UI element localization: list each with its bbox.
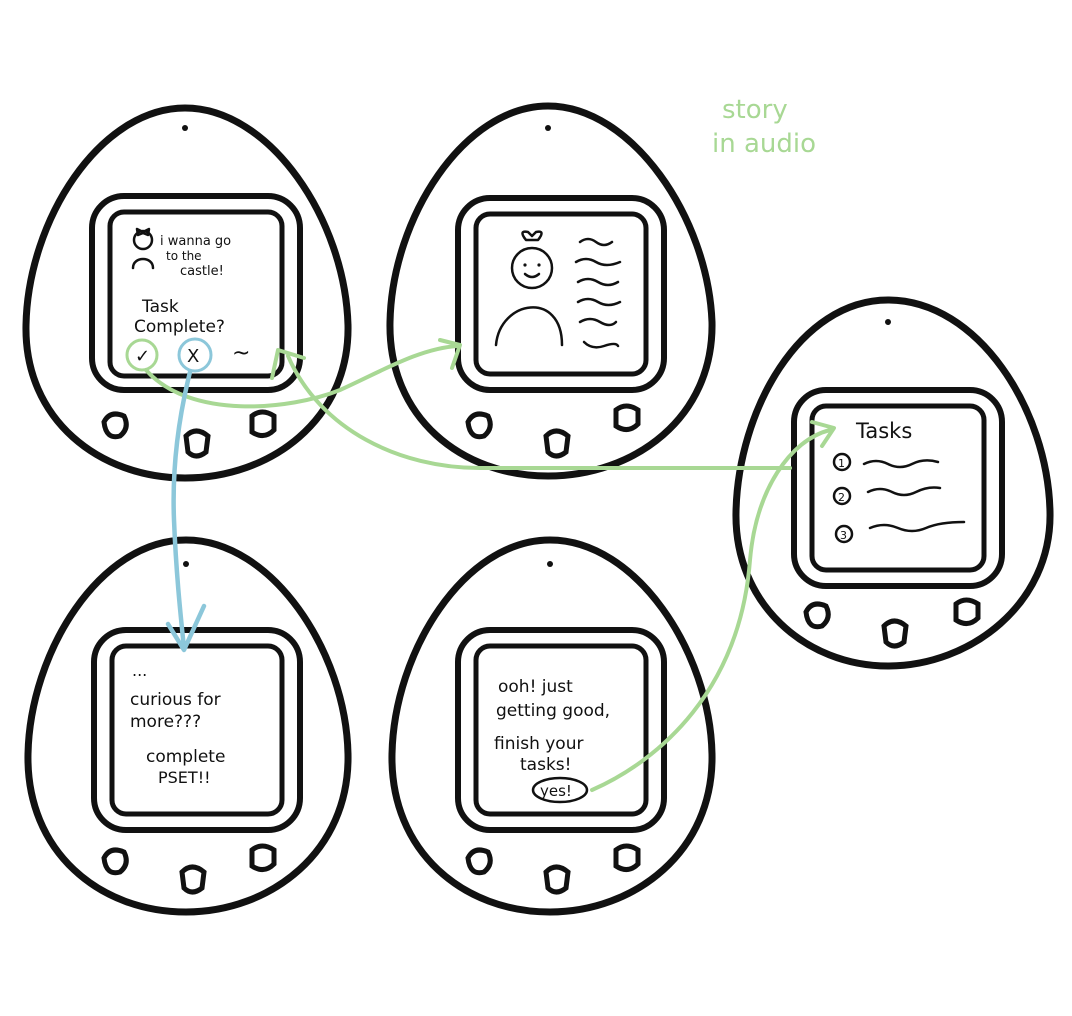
message-line-4: tasks! — [520, 755, 571, 775]
right-button[interactable] — [613, 843, 641, 872]
left-button[interactable] — [101, 847, 129, 876]
device-task-prompt: i wanna go to the castle! Task Complete?… — [22, 104, 352, 482]
task-item-1[interactable]: 1 — [832, 452, 940, 472]
middle-button[interactable] — [543, 864, 571, 895]
yes-button-label: yes! — [540, 782, 572, 800]
option-yes-label: ✓ — [135, 346, 150, 367]
speech-line-2: to the — [166, 249, 202, 263]
question-line-1: Task — [141, 297, 179, 317]
right-button[interactable] — [249, 843, 277, 872]
message-line-4: complete — [146, 747, 225, 767]
right-button[interactable] — [613, 403, 641, 432]
yes-button[interactable]: yes! — [531, 776, 589, 804]
character-avatar — [131, 227, 155, 270]
device-hole — [183, 561, 189, 567]
option-more-label: ~ — [232, 341, 250, 366]
device-incomplete-message: ... curious for more??? complete PSET!! — [24, 536, 352, 916]
flow-arrow-yes-to-tasks — [590, 420, 836, 792]
option-more-button[interactable]: ~ — [232, 341, 250, 366]
flow-arrow-no-to-incomplete — [165, 369, 207, 653]
screen — [109, 643, 285, 817]
note-line-2: in audio — [712, 129, 816, 159]
task-list-title: Tasks — [855, 419, 912, 443]
device-task-list: Tasks 1 2 3 — [732, 296, 1054, 670]
screen — [473, 643, 649, 817]
question-line-2: Complete? — [134, 317, 225, 337]
option-yes-button[interactable]: ✓ — [125, 338, 159, 372]
note-line-1: story — [722, 95, 788, 125]
device-encourage-message: ooh! just getting good, finish your task… — [388, 536, 716, 916]
message-line-5: PSET!! — [158, 768, 211, 787]
task-item-3[interactable]: 3 — [834, 520, 966, 544]
middle-button[interactable] — [179, 864, 207, 895]
device-hole — [182, 125, 188, 131]
left-button[interactable] — [101, 411, 129, 440]
left-button[interactable] — [465, 411, 493, 440]
middle-button[interactable] — [881, 618, 909, 649]
story-text-lines — [574, 237, 622, 349]
device-hole — [885, 319, 891, 325]
option-no-button[interactable]: X — [177, 337, 213, 373]
device-hole — [545, 125, 551, 131]
task-item-3-number: 3 — [840, 529, 847, 542]
task-item-1-number: 1 — [838, 457, 845, 470]
option-no-label: X — [187, 346, 199, 367]
left-button[interactable] — [465, 847, 493, 876]
task-item-2-number: 2 — [838, 491, 845, 504]
flow-arrow-yes-to-story — [144, 338, 462, 409]
right-button[interactable] — [953, 597, 981, 626]
middle-button[interactable] — [183, 428, 211, 459]
message-line-1: ooh! just — [498, 677, 573, 697]
story-in-audio-note: story in audio — [712, 95, 816, 159]
message-line-2: getting good, — [496, 701, 610, 721]
speech-line-1: i wanna go — [160, 234, 231, 249]
task-item-2[interactable]: 2 — [832, 486, 942, 506]
message-line-3: more??? — [130, 712, 201, 732]
screen — [473, 211, 649, 377]
right-button[interactable] — [249, 409, 277, 438]
character-with-bow-icon — [494, 230, 564, 347]
screen — [107, 209, 285, 379]
message-line-1: ... — [132, 661, 147, 680]
speech-line-3: castle! — [180, 264, 224, 279]
message-line-3: finish your — [494, 734, 583, 754]
device-story-view — [386, 102, 716, 480]
message-line-2: curious for — [130, 690, 221, 710]
screen — [809, 403, 987, 573]
middle-button[interactable] — [543, 428, 571, 459]
left-button[interactable] — [803, 601, 831, 630]
device-hole — [547, 561, 553, 567]
flow-arrow-tasks-to-prompt — [270, 348, 792, 470]
